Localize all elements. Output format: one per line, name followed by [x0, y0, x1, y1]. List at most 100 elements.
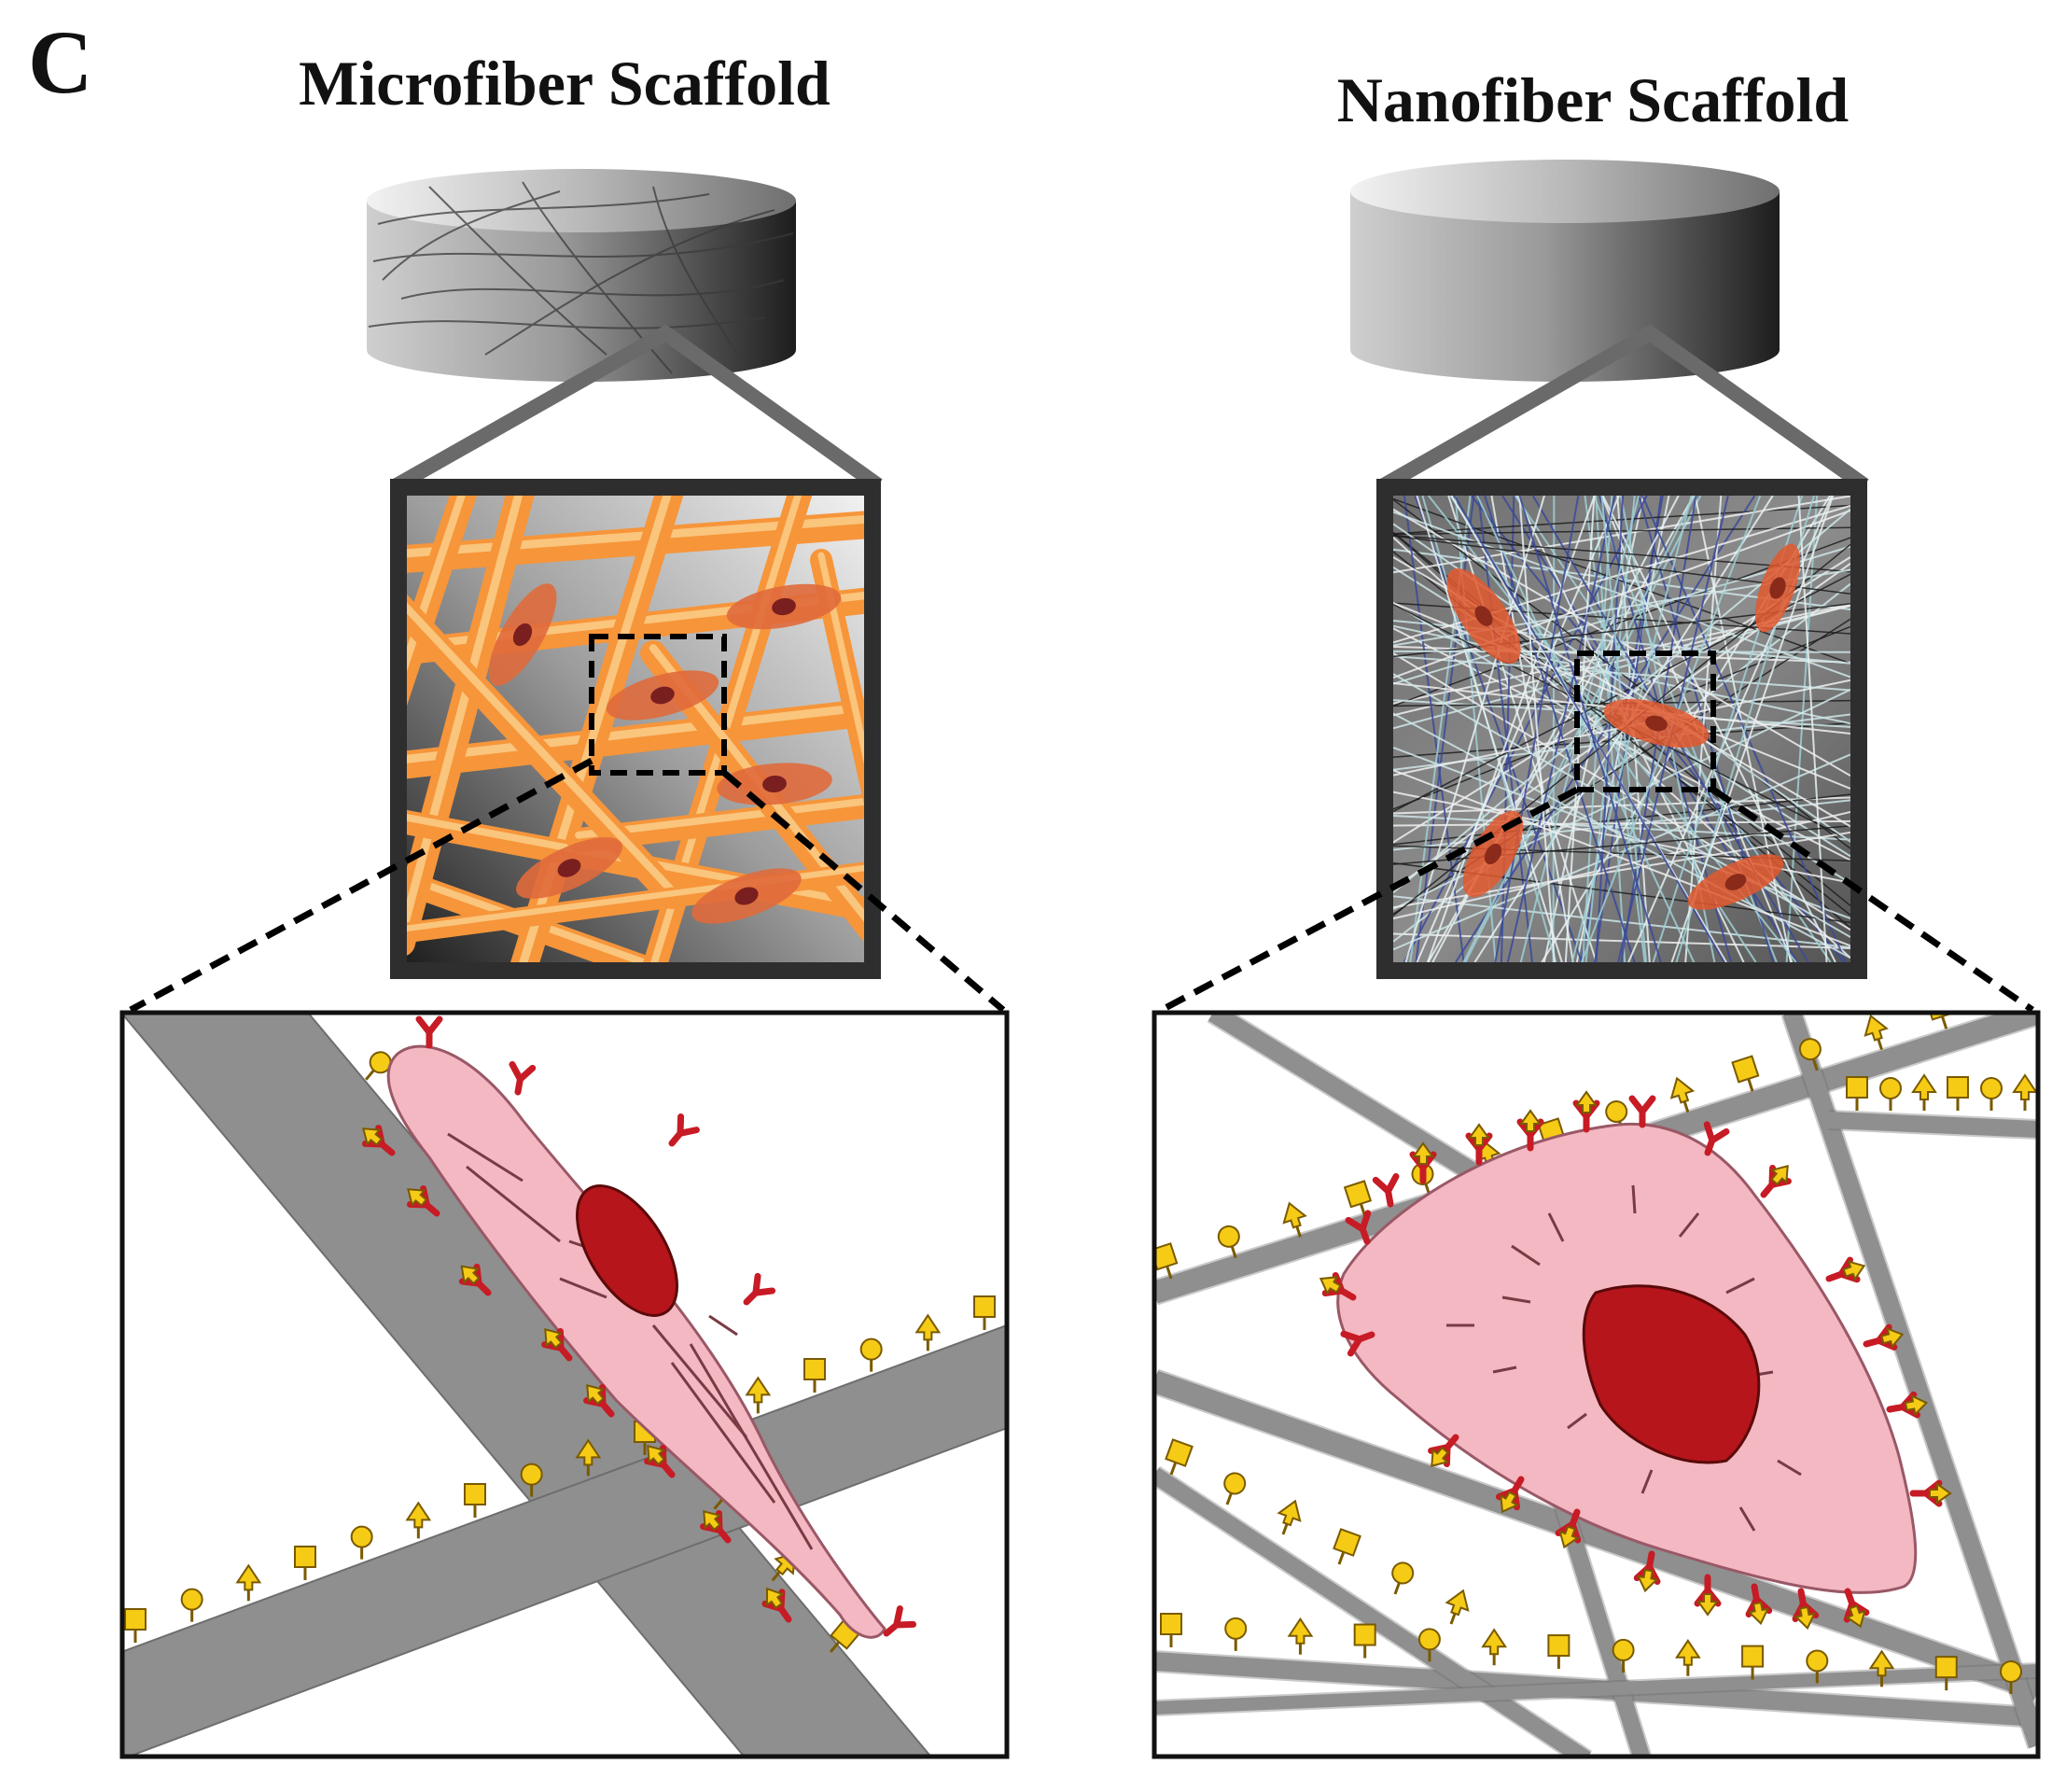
nanofiber-strand — [1404, 496, 1545, 962]
integrin-receptor — [1633, 1550, 1661, 1593]
ligand-arrow — [1481, 1628, 1508, 1666]
nanofiber-strand — [1782, 1013, 2038, 1749]
elongated-cell — [386, 1044, 886, 1639]
ligand-circle — [180, 1588, 203, 1622]
ligand-square — [1154, 1242, 1179, 1280]
cell-nucleus — [1474, 606, 1493, 626]
nanofiber-strand — [1393, 753, 1850, 951]
right-panel-title: Nanofiber Scaffold — [1337, 64, 1850, 135]
integrin-receptor — [1628, 1095, 1656, 1128]
cell-nucleus — [734, 887, 759, 905]
ligand-arrow — [1282, 1201, 1307, 1238]
microfiber-rod — [407, 698, 864, 779]
integrin-receptor — [541, 1327, 573, 1362]
cell-nucleus — [762, 775, 787, 793]
nanofiber-magnified-view — [1376, 479, 1867, 979]
integrin-receptors — [1319, 1090, 1952, 1631]
integrin-receptor — [1409, 1141, 1437, 1184]
nanofiber-strand — [1154, 1467, 1591, 1757]
nanofiber-strand — [1154, 1664, 2038, 1715]
ligand-arrow — [1911, 1073, 1937, 1111]
right-zoom-region — [1574, 651, 1716, 792]
cell-nucleus — [557, 859, 581, 877]
ligand-square — [1741, 1645, 1765, 1680]
nanofiber-strand — [1500, 496, 1515, 962]
ligand-square — [124, 1608, 147, 1643]
integrin-receptor — [1825, 1256, 1866, 1283]
integrin-receptor — [1340, 1330, 1375, 1357]
integrin-receptor — [1886, 1391, 1929, 1419]
nanofiber-strand — [1393, 655, 1850, 692]
ligand-arrow — [745, 1376, 772, 1414]
left-zoom-tent — [393, 324, 883, 492]
nanofiber-strand — [1582, 496, 1613, 962]
ligand-square — [1160, 1613, 1182, 1647]
ligand-square — [1547, 1634, 1570, 1670]
ligand-square — [1353, 1623, 1376, 1659]
nanofiber-strand — [1447, 496, 1598, 962]
ligand-square — [1934, 1656, 1958, 1691]
panel-letter: C — [28, 12, 92, 112]
ligand-circle — [1223, 1472, 1247, 1505]
ligand-arrow — [235, 1563, 262, 1602]
ligand-arrow — [575, 1438, 602, 1477]
nucleus — [576, 1184, 678, 1317]
spread-cell — [1336, 1122, 1918, 1594]
microfiber-magnified-view — [390, 479, 881, 979]
ligand-square — [300, 975, 338, 1015]
ligand-square — [1947, 1076, 1969, 1111]
integrin-receptor — [1863, 1323, 1905, 1351]
nanofiber-strand — [1518, 496, 1556, 962]
nanofiber-strand — [1797, 496, 1828, 962]
integrin-receptor — [1345, 1210, 1372, 1245]
ligand-circle — [1217, 1225, 1240, 1259]
ligand-circle — [1417, 1628, 1441, 1662]
nanofiber-strand — [1403, 496, 1465, 962]
ligand-arrow — [1445, 1589, 1470, 1625]
integrin-receptor — [1465, 1123, 1493, 1166]
microfiber-cell-detail — [119, 975, 1010, 1759]
ligand-arrow — [405, 1501, 432, 1539]
nanofiber-cell-detail — [1152, 1010, 2041, 1759]
ligand-arrow — [1277, 1499, 1302, 1535]
nanofiber-strand — [1393, 819, 1850, 827]
nanofiber-strand — [1393, 769, 1850, 947]
integrin-receptor — [361, 1125, 396, 1156]
integrin-receptor — [1703, 1121, 1730, 1156]
integrin-receptor — [1516, 1109, 1544, 1152]
integrin-receptor — [509, 1061, 537, 1096]
ligand-square — [294, 1546, 316, 1580]
integrin-receptor — [1843, 1588, 1870, 1629]
left-zoom-region — [589, 634, 727, 776]
integrin-receptor — [700, 1509, 732, 1544]
ligand-arrow — [1669, 1076, 1696, 1113]
nanofiber-strand — [1455, 496, 1756, 962]
ligand-circle — [350, 1525, 373, 1560]
integrin-receptors — [361, 1015, 917, 1637]
microfiber-scaffold-cylinder — [367, 169, 796, 382]
integrin-receptor — [1572, 1090, 1600, 1133]
nanofiber-strand — [1519, 496, 1640, 962]
microfiber-highlight — [817, 552, 864, 764]
right-zoom-tent — [1380, 324, 1869, 492]
ligand-square — [464, 1483, 486, 1518]
nanofiber-scaffold-cylinder — [1350, 160, 1780, 382]
ligand-circle — [1224, 1617, 1248, 1651]
integrin-receptor — [644, 1444, 676, 1478]
microfiber-highlight — [407, 496, 466, 672]
nanofiber-strand — [1518, 496, 1662, 962]
integrin-receptor — [1909, 1479, 1952, 1507]
cell-nucleus — [1724, 874, 1747, 890]
ligand-circle — [2000, 1660, 2022, 1694]
microfiber-highlight — [407, 703, 864, 763]
integrin-receptor — [1694, 1574, 1722, 1617]
cell-nucleus — [1645, 715, 1668, 732]
ligand-arrow — [1674, 1638, 1701, 1676]
microfiber-highlight — [575, 797, 864, 839]
nanofiber-strand — [1601, 496, 1836, 962]
ligand-arrow — [1868, 1649, 1895, 1687]
ligand-arrow — [1864, 1014, 1889, 1051]
microfiber-cells — [488, 583, 842, 924]
integrin-receptor — [458, 1263, 492, 1296]
ligand-circle — [1612, 1638, 1635, 1673]
